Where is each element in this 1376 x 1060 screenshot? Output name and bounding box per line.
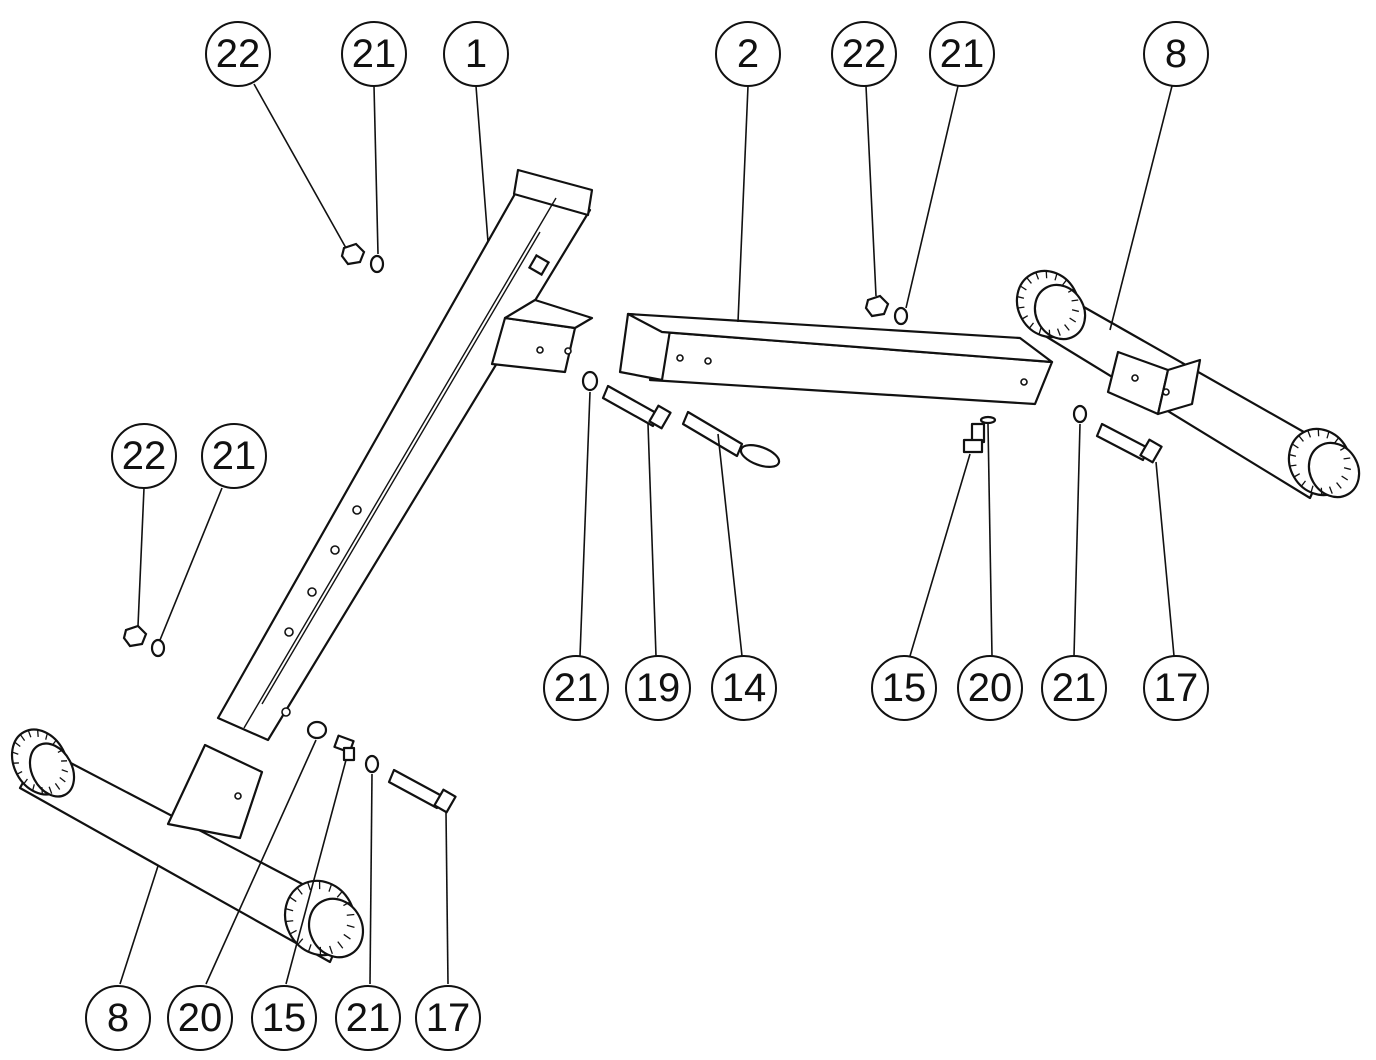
callouts: 22 21 1 2 22 21 8 22 [85,21,1209,1051]
washer-21-right [1072,404,1088,424]
callout-8-left: 8 [85,985,151,1051]
nut-22-top-left [340,242,366,266]
bolt-17-right [1095,422,1163,464]
svg-text:8: 8 [107,996,129,1040]
svg-text:22: 22 [216,32,261,76]
callout-21-left: 21 [201,423,267,489]
callout-22-top-left: 22 [205,21,271,87]
callout-20-right: 20 [957,655,1023,721]
callout-15-left: 15 [251,985,317,1051]
nut-22-top-right [864,294,890,318]
part-2-crossbeam [618,312,1054,406]
callout-15-right: 15 [871,655,937,721]
bolt-19 [601,384,672,430]
callout-19: 19 [625,655,691,721]
svg-text:21: 21 [212,434,257,478]
callout-21-mid: 21 [543,655,609,721]
svg-text:21: 21 [352,32,397,76]
nut-22-left [122,624,148,648]
svg-text:17: 17 [1154,666,1199,710]
bolt-15-right [962,422,986,454]
leader-lines [119,83,1175,985]
svg-text:14: 14 [722,666,767,710]
bolt-17-bottom [387,768,457,814]
callout-22-top-right: 22 [831,21,897,87]
part-1-upright-post [216,168,594,742]
callout-14: 14 [711,655,777,721]
svg-text:20: 20 [968,666,1013,710]
grip-ridges-0 [1017,270,1079,338]
svg-text:2: 2 [737,32,759,76]
callout-1: 1 [443,21,509,87]
callout-17-right: 17 [1143,655,1209,721]
svg-text:8: 8 [1165,32,1187,76]
callout-21-top-right: 21 [929,21,995,87]
callout-20-left: 20 [167,985,233,1051]
washer-20-left [306,720,328,740]
washer-21-top-left [369,254,385,274]
svg-text:21: 21 [940,32,985,76]
svg-text:21: 21 [346,996,391,1040]
grip-ridges-1 [1289,428,1351,496]
svg-text:1: 1 [465,32,487,76]
washer-21-bottom [364,754,380,774]
part-8-foot-right [1015,269,1361,500]
callout-22-left: 22 [111,423,177,489]
callout-21-top-left: 21 [341,21,407,87]
washer-21-top-right [893,306,909,326]
callout-17-bottom: 17 [415,985,481,1051]
washer-21-left [150,638,166,658]
callout-8-right: 8 [1143,21,1209,87]
callout-2: 2 [715,21,781,87]
svg-text:19: 19 [636,666,681,710]
callout-21-bottom: 21 [335,985,401,1051]
grip-ridges-2 [11,729,69,795]
svg-text:22: 22 [122,434,167,478]
svg-text:15: 15 [262,996,307,1040]
svg-text:21: 21 [1052,666,1097,710]
svg-text:21: 21 [554,666,599,710]
grip-ridges-3 [285,880,355,956]
hardware [122,242,1163,814]
washer-20-right [979,415,997,425]
callout-21-right: 21 [1041,655,1107,721]
washer-21-mid [581,370,599,392]
pin-14 [681,410,781,468]
part-8-foot-left [10,728,365,964]
bolt-15-left [333,734,356,762]
svg-text:17: 17 [426,996,471,1040]
svg-text:20: 20 [178,996,223,1040]
svg-text:22: 22 [842,32,887,76]
svg-text:15: 15 [882,666,927,710]
